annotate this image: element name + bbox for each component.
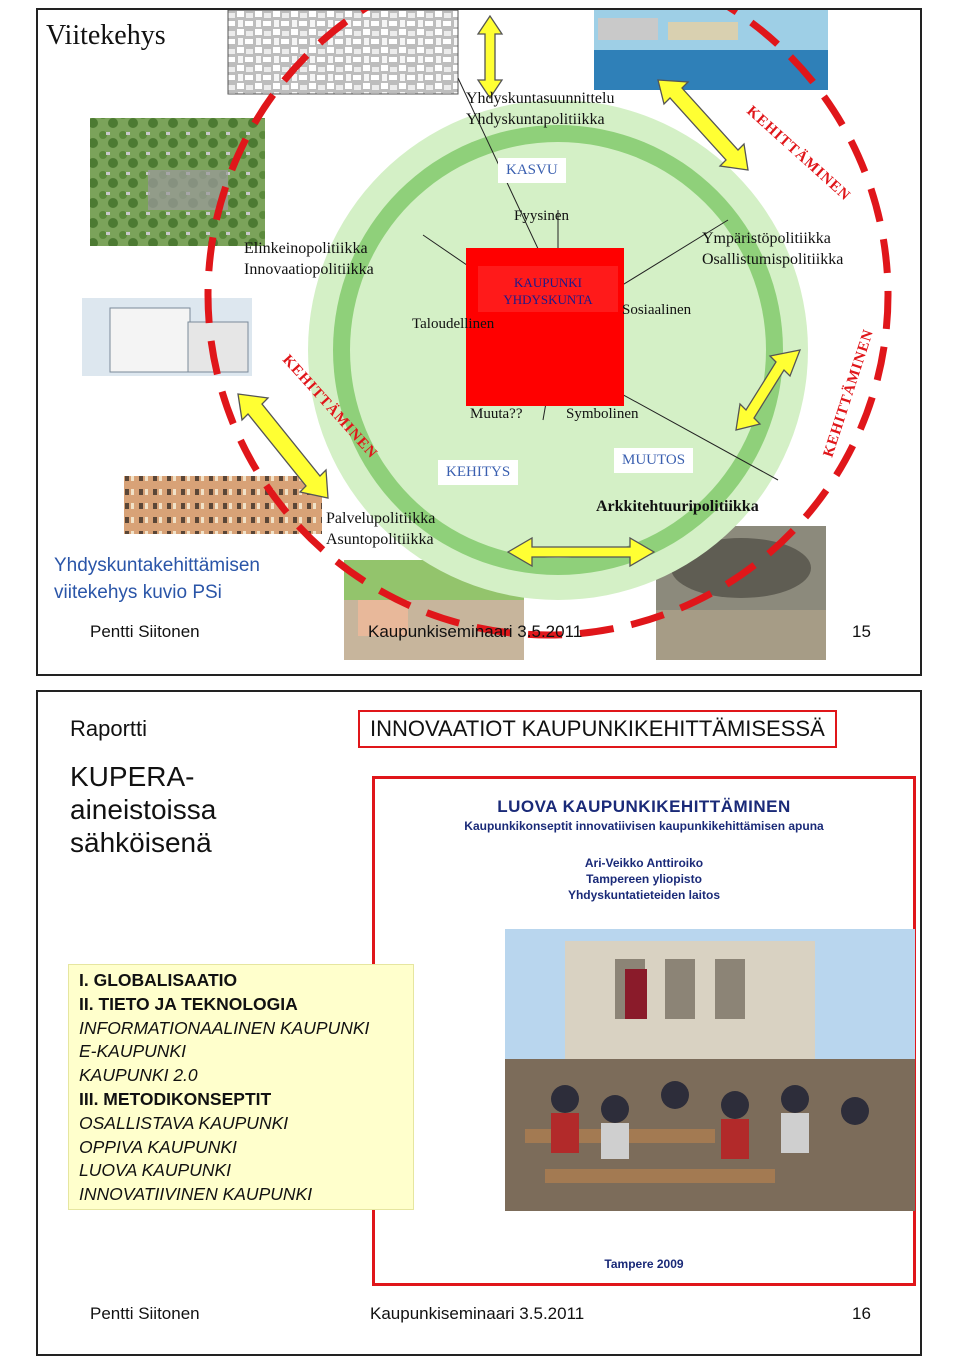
footer-author: Pentti Siitonen: [90, 1304, 200, 1324]
slide-16: Raportti KUPERA- aineistoissa sähköisenä…: [36, 690, 922, 1356]
toc-item: III. METODIKONSEPTIT: [79, 1088, 403, 1112]
label-arkkitehtuuripolitiikka: Arkkitehtuuripolitiikka: [596, 496, 759, 517]
label-muuta: Muuta??: [470, 404, 522, 425]
label-sosiaalinen: Sosiaalinen: [622, 300, 691, 321]
cover-footer: Tampere 2009: [375, 1257, 913, 1271]
label-palvelupolitiikka: Palvelupolitiikka Asuntopolitiikka: [326, 508, 435, 550]
cover-title: LUOVA KAUPUNKIKEHITTÄMINEN: [375, 797, 913, 817]
toc-item: LUOVA KAUPUNKI: [79, 1159, 403, 1183]
kehittaminen-label-right: KEHITTÄMINEN: [821, 327, 878, 459]
toc-item: INNOVATIIVINEN KAUPUNKI: [79, 1183, 403, 1207]
toc-box: I. GLOBALISAATIO II. TIETO JA TEKNOLOGIA…: [68, 964, 414, 1210]
label-yhdyskuntasuunnittelu: Yhdyskuntasuunnittelu Yhdyskuntapolitiik…: [466, 88, 614, 130]
slide-title: Viitekehys: [46, 20, 166, 52]
toc-item: E-KAUPUNKI: [79, 1040, 403, 1064]
label-symbolinen: Symbolinen: [566, 404, 639, 425]
footer-event: Kaupunkiseminaari 3.5.2011: [370, 1304, 584, 1324]
page-number: 16: [852, 1304, 871, 1324]
cover-subtitle: Kaupunkikonseptit innovatiivisen kaupunk…: [375, 819, 913, 833]
label-kasvu: KASVU: [498, 158, 566, 183]
slide-15: KEHITTÄMINEN KEHITTÄMINEN KEHITTÄMINEN V…: [36, 8, 922, 676]
cover-author: Ari-Veikko Anttiroiko Tampereen yliopist…: [375, 855, 913, 903]
label-taloudellinen: Taloudellinen: [412, 314, 494, 335]
label-raportti: Raportti: [70, 716, 147, 742]
label-ymparistopolitiikka: Ympäristöpolitiikka Osallistumispolitiik…: [702, 228, 843, 270]
center-kaupunki-yhdyskunta: KAUPUNKI YHDYSKUNTA: [478, 274, 618, 308]
toc-item: I. GLOBALISAATIO: [79, 969, 403, 993]
toc-item: II. TIETO JA TEKNOLOGIA: [79, 993, 403, 1017]
subtitle-kupera: KUPERA- aineistoissa sähköisenä: [70, 760, 216, 859]
footer-author: Pentti Siitonen: [90, 622, 200, 642]
label-muutos: MUUTOS: [614, 448, 693, 473]
cover-photo: [505, 929, 915, 1211]
toc-item: KAUPUNKI 2.0: [79, 1064, 403, 1088]
label-kehitys: KEHITYS: [438, 460, 518, 485]
toc-item: INFORMATIONAALINEN KAUPUNKI: [79, 1017, 403, 1041]
label-elinkeinopolitiikka: Elinkeinopolitiikka Innovaatiopolitiikka: [244, 238, 374, 280]
toc-item: OPPIVA KAUPUNKI: [79, 1136, 403, 1160]
report-cover: LUOVA KAUPUNKIKEHITTÄMINEN Kaupunkikonse…: [372, 776, 916, 1286]
title-box: INNOVAATIOT KAUPUNKIKEHITTÄMISESSÄ: [358, 710, 837, 748]
page-number: 15: [852, 622, 871, 642]
toc-item: OSALLISTAVA KAUPUNKI: [79, 1112, 403, 1136]
figure-caption: Yhdyskuntakehittämisen viitekehys kuvio …: [54, 552, 260, 606]
footer-event: Kaupunkiseminaari 3.5.2011: [368, 622, 582, 642]
label-fyysinen: Fyysinen: [514, 206, 569, 227]
